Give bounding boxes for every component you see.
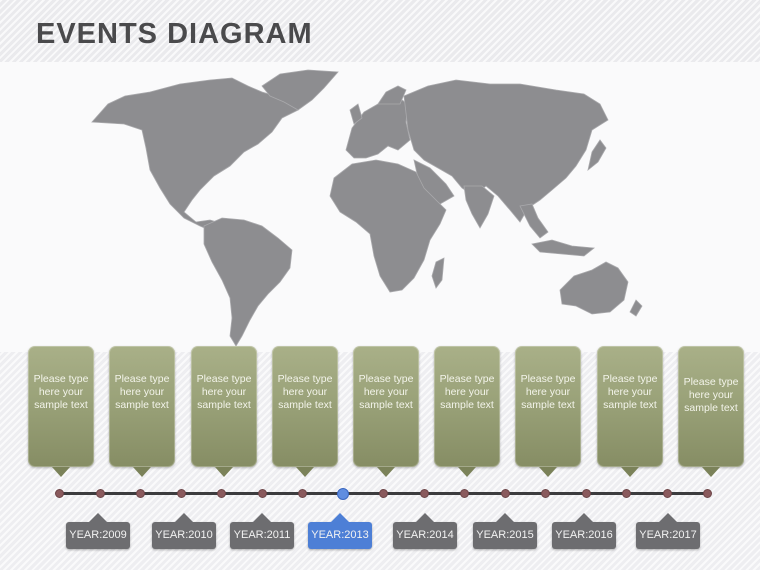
event-card-text: Please type here your sample text	[33, 373, 89, 411]
timeline-node[interactable]	[378, 489, 388, 498]
north-america-shape	[91, 77, 299, 233]
event-card-text: Please type here your sample text	[358, 373, 414, 411]
asia-shape	[403, 79, 609, 223]
page-title: EVENTS DIAGRAM	[36, 18, 313, 50]
event-card-7[interactable]: Please type here your sample text	[515, 346, 581, 477]
india-shape	[463, 185, 495, 229]
timeline-node[interactable]	[257, 489, 267, 498]
event-card-text: Please type here your sample text	[114, 373, 170, 411]
timeline-node[interactable]	[581, 489, 591, 498]
indonesia-shape	[531, 239, 596, 257]
timeline-node[interactable]	[621, 489, 631, 498]
event-card-5[interactable]: Please type here your sample text	[353, 346, 419, 477]
new-zealand-shape	[629, 299, 643, 317]
event-card-text: Please type here your sample text	[520, 373, 576, 411]
event-card-2[interactable]: Please type here your sample text	[109, 346, 175, 477]
madagascar-shape	[431, 257, 445, 289]
event-card-6[interactable]: Please type here your sample text	[434, 346, 500, 477]
year-tag-2009[interactable]: YEAR:2009	[66, 513, 130, 549]
year-tag-2017[interactable]: YEAR:2017	[636, 513, 700, 549]
year-tag-2010[interactable]: YEAR:2010	[152, 513, 216, 549]
event-card-text: Please type here your sample text	[196, 373, 252, 411]
timeline-node[interactable]	[662, 489, 672, 498]
timeline-node[interactable]	[500, 489, 510, 498]
header-band	[0, 0, 760, 62]
world-map-icon	[91, 69, 643, 347]
timeline-node[interactable]	[216, 489, 226, 498]
timeline-node[interactable]	[135, 489, 145, 498]
timeline-node[interactable]	[95, 489, 105, 498]
southeast-asia-shape	[519, 203, 549, 239]
event-card-1[interactable]: Please type here your sample text	[28, 346, 94, 477]
timeline-node-active[interactable]	[337, 487, 349, 500]
event-card-9[interactable]: Please type here your sample text	[678, 346, 744, 477]
event-card-text: Please type here your sample text	[683, 376, 739, 414]
south-america-shape	[203, 217, 293, 347]
event-card-8[interactable]: Please type here your sample text	[597, 346, 663, 477]
event-card-3[interactable]: Please type here your sample text	[191, 346, 257, 477]
scandinavia-shape	[377, 85, 407, 105]
africa-shape	[329, 159, 447, 293]
timeline-node[interactable]	[540, 489, 550, 498]
event-card-text: Please type here your sample text	[277, 373, 333, 411]
timeline-node[interactable]	[297, 489, 307, 498]
timeline-node[interactable]	[176, 489, 186, 498]
year-tag-2011[interactable]: YEAR:2011	[230, 513, 294, 549]
year-tag-2016[interactable]: YEAR:2016	[552, 513, 616, 549]
year-tag-2015[interactable]: YEAR:2015	[473, 513, 537, 549]
timeline-node[interactable]	[54, 489, 64, 498]
year-tag-2013[interactable]: YEAR:2013	[308, 513, 372, 549]
greenland-shape	[261, 69, 339, 111]
timeline-node[interactable]	[459, 489, 469, 498]
event-card-4[interactable]: Please type here your sample text	[272, 346, 338, 477]
timeline-node[interactable]	[702, 489, 712, 498]
british-isles-shape	[349, 103, 363, 125]
japan-shape	[587, 139, 607, 172]
timeline-node[interactable]	[419, 489, 429, 498]
event-card-text: Please type here your sample text	[439, 373, 495, 411]
year-tag-2014[interactable]: YEAR:2014	[393, 513, 457, 549]
australia-shape	[559, 261, 629, 315]
event-card-text: Please type here your sample text	[602, 373, 658, 411]
